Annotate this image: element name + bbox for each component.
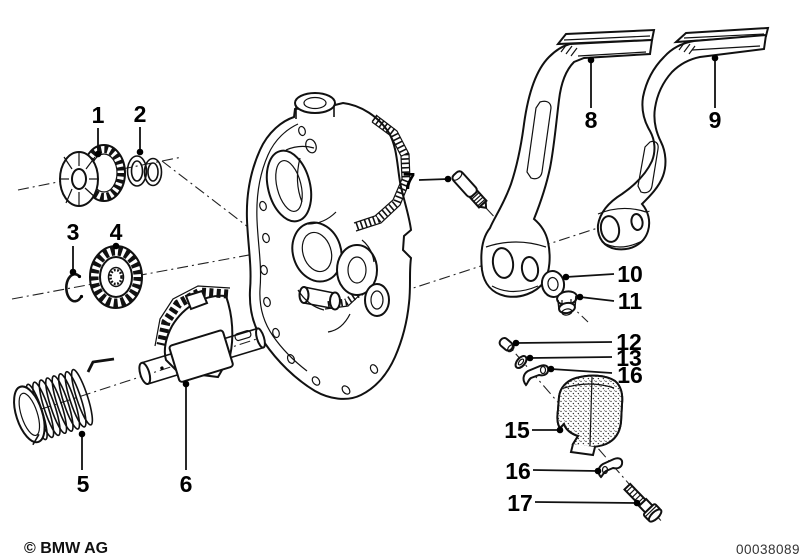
leader-lines — [69, 54, 719, 507]
lever-8-rib — [526, 100, 552, 180]
part-4-gear — [89, 245, 143, 309]
case-ribs — [285, 145, 375, 333]
callout-label-9: 9 — [709, 107, 722, 133]
callout-label-7: 7 — [403, 168, 416, 194]
ratchet-dogs — [60, 152, 98, 206]
engine-case — [245, 92, 413, 400]
image-number: 00038089 — [736, 542, 799, 557]
part-9-kickstart-lever — [596, 26, 770, 251]
callout-label-8: 8 — [585, 107, 598, 133]
callout-label-1: 1 — [92, 102, 105, 128]
callout-label-16a: 16 — [617, 362, 643, 388]
case-shaft-stub — [298, 286, 341, 311]
callout-label-2: 2 — [134, 101, 147, 127]
part-7-pin — [451, 170, 488, 210]
shaft-stop-block — [184, 289, 209, 311]
callout-label-12: 12 — [616, 329, 642, 355]
filler-neck — [294, 92, 336, 119]
callout-label-3: 3 — [67, 219, 80, 245]
callout-label-11: 11 — [618, 288, 643, 314]
flange-bolt-holes — [259, 125, 379, 395]
callout-label-10: 10 — [617, 261, 643, 287]
callout-label-6: 6 — [180, 471, 193, 497]
part-2-circlips — [126, 155, 163, 187]
callout-label-13: 13 — [616, 345, 642, 371]
part-16-clamp-upper — [522, 364, 550, 387]
callout-label-5: 5 — [77, 471, 90, 497]
copyright-text: © BMW AG — [24, 540, 108, 557]
part-12-cap — [498, 337, 515, 353]
callout-labels: 1 2 3 4 5 6 7 8 9 10 11 12 13 16 15 16 1… — [67, 101, 722, 516]
lever-9-rib — [637, 140, 659, 194]
part-17-bolt — [623, 482, 663, 523]
part-10-washer — [540, 270, 566, 298]
part-13-washer — [514, 355, 528, 370]
part-15-rubber-pad — [556, 374, 624, 457]
part-5-spring — [13, 357, 115, 446]
part-1-ratchet-gear — [59, 144, 126, 207]
callout-label-4: 4 — [110, 219, 123, 245]
callout-label-17: 17 — [507, 490, 533, 516]
part-16-clamp-lower — [597, 457, 624, 479]
spring-tang — [86, 357, 115, 373]
part-8-kickstart-lever — [480, 28, 656, 298]
callout-label-15: 15 — [504, 417, 530, 443]
part-6-kickstart-shaft — [138, 285, 266, 386]
callout-label-16b: 16 — [505, 458, 531, 484]
part-11-nut — [556, 290, 578, 316]
